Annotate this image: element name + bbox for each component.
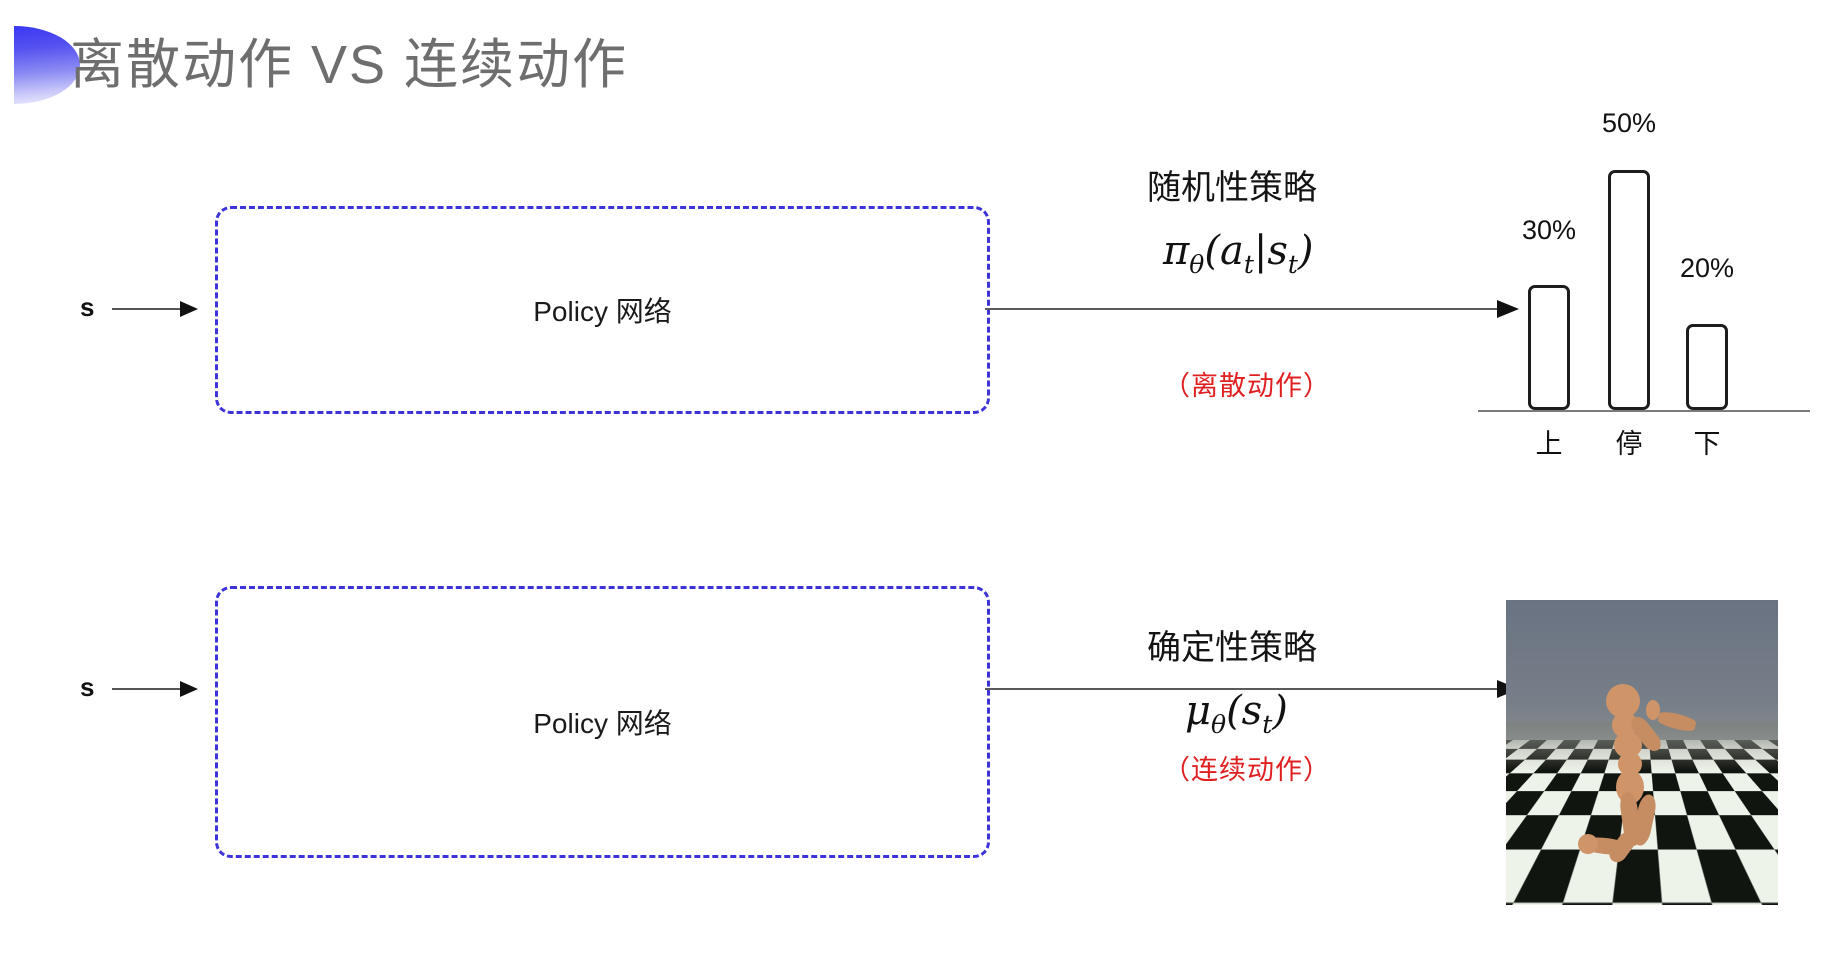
policy-network-label-continuous: Policy 网络 [533,708,672,739]
formula-close-paren-2: ) [1272,688,1288,734]
formula-pi: π [1163,228,1190,274]
formula-theta-sub: θ [1189,250,1205,279]
formula-deterministic-policy: μθ(st) [1185,688,1288,739]
formula-close-paren: ) [1297,228,1314,274]
humanoid-figure [1578,678,1714,868]
formula-open-args: (a [1204,228,1244,274]
chart-baseline-axis [1478,410,1810,412]
bar-up [1528,285,1570,410]
input-arrow-discrete [112,301,198,317]
formula-mu: μ [1185,688,1211,734]
discrete-action-bar-chart: 30% 50% 20% 上 停 下 [1478,108,1818,459]
policy-kind-stochastic: 随机性策略 [1147,169,1317,207]
output-arrow-discrete [985,300,1519,318]
policy-network-box-continuous[interactable]: Policy 网络 [215,586,990,858]
bar-value-up: 30% [1521,215,1577,245]
humanoid-forearm [1656,709,1698,734]
bar-stop [1608,170,1650,410]
formula-stochastic-policy: πθ(at|st) [1163,228,1314,279]
formula-st-sub-2: t [1262,710,1273,739]
humanoid-simulation-image [1506,600,1778,905]
input-arrow-continuous [112,681,198,697]
input-label-state-discrete: s [80,292,95,322]
humanoid-hand [1646,700,1660,720]
bar-value-down: 20% [1679,253,1735,283]
bar-category-down: 下 [1693,429,1721,459]
bar-down [1686,324,1728,410]
formula-open-args-2: (s [1226,688,1263,734]
page-title: 离散动作 VS 连续动作 [70,35,629,95]
policy-kind-deterministic: 确定性策略 [1147,629,1317,667]
input-label-state-continuous: s [80,672,95,702]
formula-st-sub: t [1287,250,1298,279]
policy-network-box-discrete[interactable]: Policy 网络 [215,206,990,414]
action-tag-discrete: （离散动作） [1163,371,1331,401]
bar-category-stop: 停 [1615,429,1643,459]
formula-theta-sub-2: θ [1211,710,1227,739]
bar-category-up: 上 [1535,429,1563,459]
formula-given-s: |s [1253,228,1288,274]
formula-at-sub: t [1243,250,1254,279]
humanoid-heel [1578,834,1598,854]
policy-network-label-discrete: Policy 网络 [533,296,672,327]
bar-value-stop: 50% [1601,108,1657,138]
action-tag-continuous: （连续动作） [1163,755,1331,785]
